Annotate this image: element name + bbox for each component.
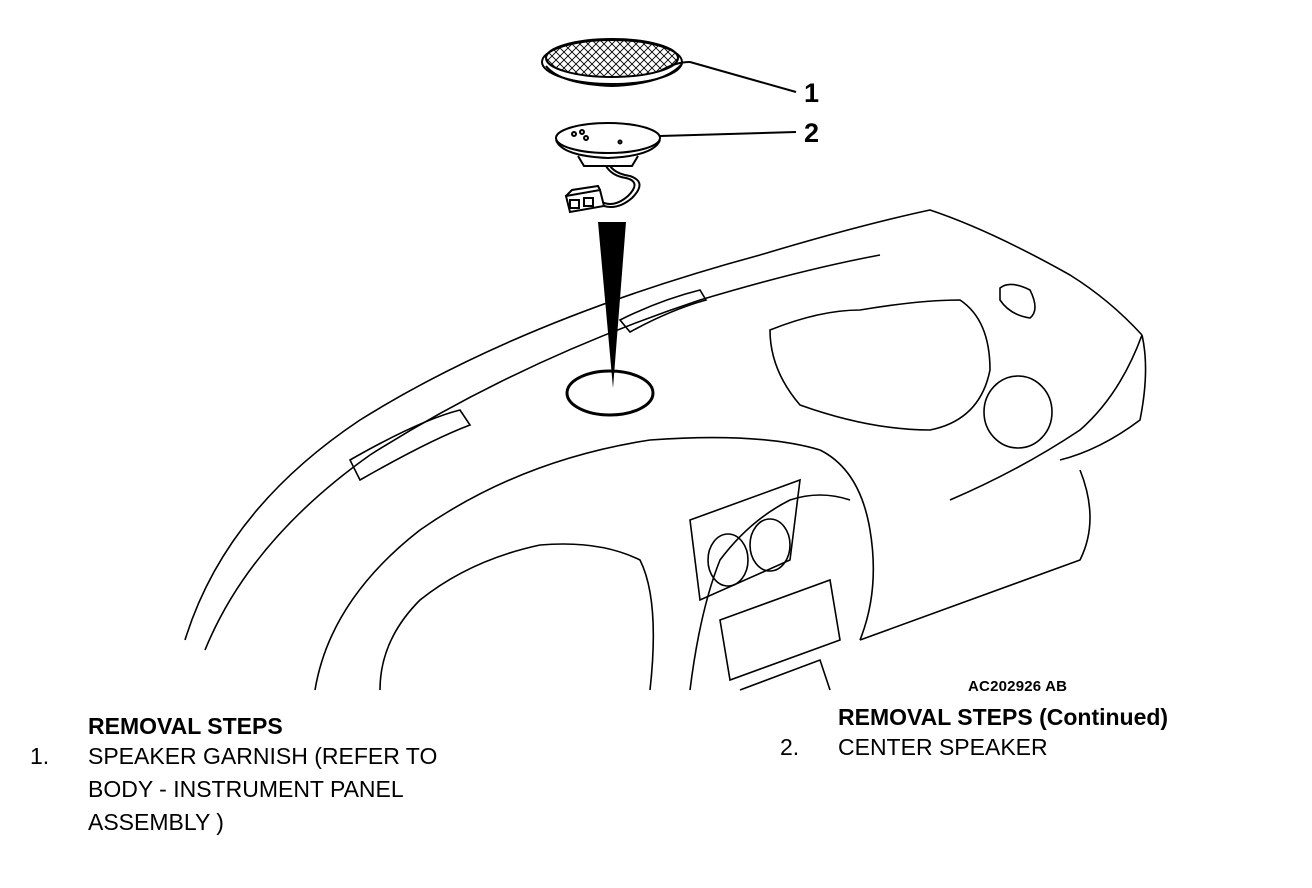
removal-steps-title: REMOVAL STEPS — [88, 713, 283, 739]
removal-step-1: 1. SPEAKER GARNISH (REFER TO BODY - INST… — [30, 740, 528, 839]
callout-number-2: 2 — [804, 118, 820, 148]
center-speaker-drawing — [555, 122, 661, 214]
step-number: 2. — [780, 734, 800, 760]
removal-steps-continued-title: REMOVAL STEPS (Continued) — [838, 704, 1169, 730]
removal-step-2: 2. CENTER SPEAKER — [780, 731, 1278, 764]
callout-number-1: 1 — [804, 78, 820, 108]
callout-leader-1 — [689, 61, 797, 93]
step-text-line: CENTER SPEAKER — [838, 734, 1048, 760]
step-text: SPEAKER GARNISH (REFER TO BODY - INSTRUM… — [88, 740, 528, 839]
step-text-line: ASSEMBLY ) — [88, 809, 224, 835]
step-number: 1. — [30, 743, 50, 769]
speaker-opening — [565, 369, 655, 417]
removal-steps-right: REMOVAL STEPS (Continued) 2. CENTER SPEA… — [780, 703, 1278, 764]
speaker-garnish-drawing — [541, 38, 691, 88]
callout-leader-2 — [659, 131, 797, 137]
step-text-line: SPEAKER GARNISH (REFER TO — [88, 743, 438, 769]
instrument-panel — [184, 209, 1147, 691]
figure-code: AC202926 AB — [968, 678, 1068, 695]
installation-arrow — [598, 222, 626, 388]
instrument-panel-diagram — [184, 38, 1147, 691]
step-text: CENTER SPEAKER — [838, 731, 1278, 764]
step-text-line: BODY - INSTRUMENT PANEL — [88, 776, 404, 802]
removal-steps-left: REMOVAL STEPS 1. SPEAKER GARNISH (REFER … — [30, 712, 528, 839]
